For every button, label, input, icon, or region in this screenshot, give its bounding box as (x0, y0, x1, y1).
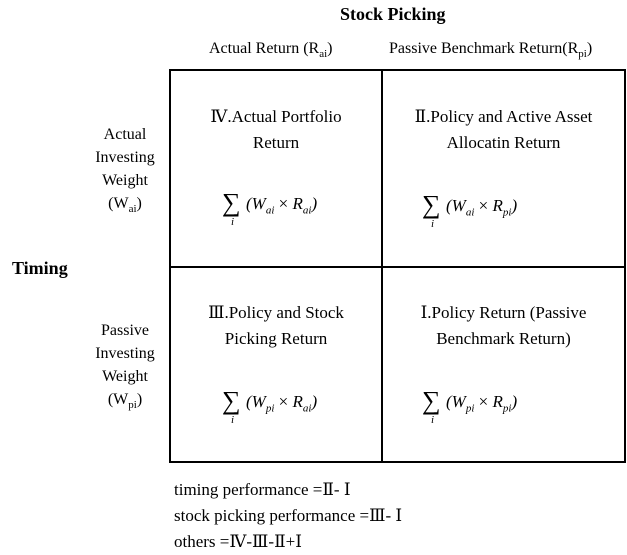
cell-policy-active-formula: ∑ i (Wai × Rpi) (422, 190, 572, 231)
sum-symbol: ∑ (422, 190, 441, 219)
row-header-actual-line-2: Investing (95, 149, 155, 166)
cell-policy-stock-title-line-1: Ⅲ.Policy and Stock (208, 303, 344, 322)
formula-r-sub: ai (302, 204, 312, 217)
sum-symbol: ∑ (222, 386, 241, 415)
row-header-actual-line-3: Weight (102, 172, 148, 189)
cell-policy-return-title-line-2: Benchmark Return) (436, 329, 571, 348)
row-header-passive-w: (W (107, 391, 129, 408)
formula-times: × (478, 392, 489, 411)
formula-r-sub: pi (502, 402, 512, 415)
sum-index: i (431, 218, 435, 230)
formula-w: W (451, 392, 466, 411)
cell-policy-return-title-line-1: Ⅰ.Policy Return (Passive (420, 303, 587, 322)
formula-w-sub: pi (265, 402, 275, 415)
column-header-passive-return-sub: pi (578, 48, 587, 61)
sum-index: i (231, 216, 235, 228)
matrix-horizontal-divider (169, 266, 626, 268)
cell-policy-active-title-line-1: Ⅱ.Policy and Active Asset (414, 107, 593, 126)
sum-symbol: ∑ (222, 188, 241, 217)
column-header-passive-return: Passive Benchmark Return(Rpi) (389, 40, 592, 60)
cell-actual-portfolio-title-line-2: Return (252, 133, 300, 152)
cell-policy-active-title: Ⅱ.Policy and Active Asset Allocatin Retu… (383, 104, 624, 156)
formula-r: R (292, 194, 303, 213)
formula-w-sub: ai (265, 204, 275, 217)
cell-actual-portfolio-formula: ∑ i (Wai × Rai) (222, 188, 362, 229)
timing-label: Timing (12, 258, 68, 278)
formula-body: (Wpi × Rai) (246, 392, 318, 415)
row-header-actual-w-sub: ai (128, 203, 137, 216)
row-header-passive-line-4: (Wpi) (107, 391, 143, 412)
row-header-passive-line-3: Weight (102, 368, 148, 385)
column-header-passive-return-text: Passive Benchmark Return(R (389, 40, 579, 57)
cell-policy-stock-title: Ⅲ.Policy and Stock Picking Return (171, 300, 381, 352)
formula-w: W (251, 392, 266, 411)
formula-times: × (478, 196, 489, 215)
formula-w-sub: ai (465, 206, 475, 219)
cell-policy-stock-title-line-2: Picking Return (224, 329, 328, 348)
formula-r: R (492, 392, 503, 411)
formula-body: (Wai × Rpi) (446, 196, 518, 219)
cell-policy-return-title: Ⅰ.Policy Return (Passive Benchmark Retur… (383, 300, 624, 352)
formula-r: R (292, 392, 303, 411)
cell-policy-return-formula: ∑ i (Wpi × Rpi) (422, 386, 572, 427)
formula-r: R (492, 196, 503, 215)
formula-body: (Wpi × Rpi) (446, 392, 518, 415)
column-header-actual-return-text: Actual Return (R (209, 40, 320, 57)
row-header-passive-w-sub: pi (128, 399, 137, 412)
row-header-actual-line-4: (Wai) (108, 195, 142, 216)
formula-r-sub: ai (302, 402, 312, 415)
cell-policy-active-title-line-2: Allocatin Return (446, 133, 561, 152)
column-header-actual-return-close: ) (327, 40, 333, 57)
diagram-title: Stock Picking (340, 4, 446, 24)
sum-index: i (231, 414, 235, 426)
formula-w-sub: pi (465, 402, 475, 415)
sum-index: i (431, 414, 435, 426)
row-header-actual-line-1: Actual (103, 126, 147, 143)
row-header-actual-weight: Actual Investing Weight (Wai) (80, 123, 170, 221)
note-stock-picking-performance: stock picking performance =Ⅲ- Ⅰ (174, 506, 403, 525)
sum-symbol: ∑ (422, 386, 441, 415)
row-header-passive-weight: Passive Investing Weight (Wpi) (80, 319, 170, 417)
formula-r-sub: pi (502, 206, 512, 219)
row-header-actual-w: (W (108, 195, 129, 212)
formula-times: × (278, 194, 289, 213)
formula-w: W (451, 196, 466, 215)
cell-actual-portfolio-title-line-1: Ⅳ.Actual Portfolio (210, 107, 342, 126)
column-header-actual-return-sub: ai (319, 48, 328, 61)
formula-body: (Wai × Rai) (246, 194, 318, 217)
formula-times: × (278, 392, 289, 411)
row-header-passive-line-1: Passive (101, 322, 149, 339)
column-header-actual-return: Actual Return (Rai) (209, 40, 332, 60)
row-header-passive-line-2: Investing (95, 345, 155, 362)
cell-actual-portfolio-title: Ⅳ.Actual Portfolio Return (171, 104, 381, 156)
note-timing-performance: timing performance =Ⅱ- Ⅰ (174, 480, 351, 499)
formula-w: W (251, 194, 266, 213)
note-others: others =Ⅳ-Ⅲ-Ⅱ+Ⅰ (174, 532, 302, 551)
column-header-passive-return-close: ) (586, 40, 593, 57)
cell-policy-stock-formula: ∑ i (Wpi × Rai) (222, 386, 362, 427)
